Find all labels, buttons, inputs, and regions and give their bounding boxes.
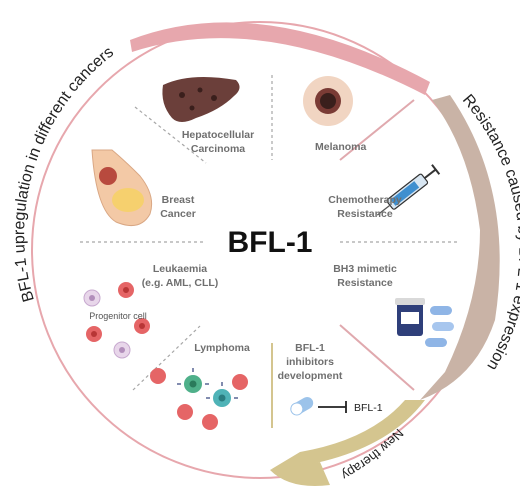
chemo-label-1: Chemotherapy — [328, 194, 402, 206]
resistance-arc — [420, 95, 500, 400]
chemo-label-2: Resistance — [337, 208, 393, 220]
segment-chemo: Chemotherapy Resistance — [328, 164, 441, 220]
outer-ring — [31, 21, 500, 486]
divider-bottom-right — [339, 324, 415, 391]
melanoma-icon — [303, 76, 353, 126]
inhibition-arrow-icon — [318, 401, 347, 413]
inhibitors-label-1: BFL-1 — [295, 342, 325, 354]
hepatocellular-label-1: Hepatocellular — [182, 129, 254, 141]
hepatocellular-label-2: Carcinoma — [191, 143, 245, 155]
lymphoma-label: Lymphoma — [194, 342, 250, 354]
liver-icon — [162, 76, 240, 122]
inhibit-target-label: BFL-1 — [354, 402, 383, 414]
leukaemia-label-2: (e.g. AML, CLL) — [142, 277, 219, 289]
inhibitors-label-2: inhibitors — [286, 356, 334, 368]
segment-bh3: BH3 mimetic Resistance — [333, 263, 454, 347]
progenitor-label: Progenitor cell — [89, 311, 147, 321]
segment-lymphoma: Lymphoma — [150, 342, 250, 430]
divider-top-right — [339, 99, 415, 161]
pills-icon — [395, 298, 454, 347]
breast-label-2: Cancer — [160, 208, 196, 220]
segment-breast: Breast Cancer — [91, 149, 196, 227]
center-title: BFL-1 — [228, 226, 313, 259]
segment-inhibitors: BFL-1 inhibitors development BFL-1 — [278, 342, 383, 416]
bh3-label-1: BH3 mimetic — [333, 263, 397, 275]
segment-leukaemia: Leukaemia (e.g. AML, CLL) Progenitor cel… — [83, 263, 219, 359]
inhibitors-label-3: development — [278, 370, 343, 382]
therapy-arc — [270, 400, 425, 470]
bh3-label-2: Resistance — [337, 277, 393, 289]
lymphoma-cells-icon — [150, 368, 248, 430]
leukaemia-cells-icon — [83, 282, 150, 359]
syringe-icon — [376, 164, 441, 216]
upregulation-arc — [130, 22, 430, 96]
breast-icon — [91, 149, 153, 227]
capsule-icon — [290, 397, 314, 416]
therapy-arc-tail — [270, 462, 330, 486]
segment-hepatocellular: Hepatocellular Carcinoma — [162, 76, 254, 155]
breast-label-1: Breast — [162, 194, 195, 206]
leukaemia-label-1: Leukaemia — [153, 263, 207, 275]
melanoma-label: Melanoma — [315, 141, 367, 153]
dividers — [80, 75, 458, 428]
segment-melanoma: Melanoma — [303, 76, 367, 153]
